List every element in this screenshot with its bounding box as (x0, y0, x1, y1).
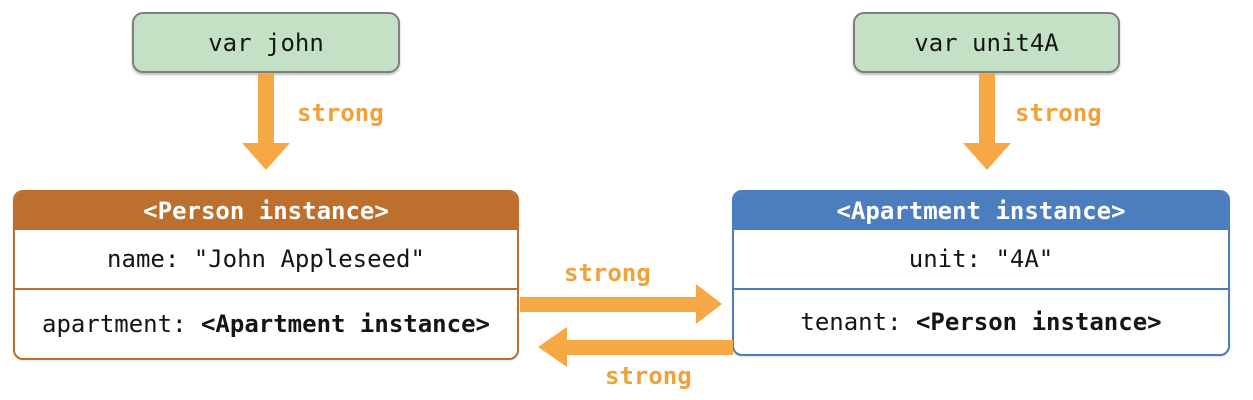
person-apartment-property: apartment: (42, 310, 201, 338)
apartment-tenant-value: <Person instance> (915, 308, 1162, 336)
var-unit4a-label: var unit4A (914, 28, 1059, 57)
john-strong-arrow-shaft (258, 73, 274, 143)
var-john-box: var john (132, 12, 400, 73)
strong-label-john: strong (297, 99, 384, 127)
person-instance-title: <Person instance> (15, 192, 517, 230)
strong-label-apartment-ref: strong (564, 259, 651, 287)
apartment-ref-arrow-shaft (520, 297, 697, 312)
strong-label-unit4a: strong (1015, 99, 1102, 127)
apartment-tenant-row: tenant: <Person instance> (734, 290, 1228, 354)
apartment-instance-title: <Apartment instance> (734, 192, 1228, 230)
apartment-instance-box: <Apartment instance> unit: "4A" tenant: … (732, 190, 1230, 356)
apartment-unit-text: unit: "4A" (908, 245, 1054, 273)
var-john-label: var john (208, 28, 324, 57)
person-apartment-row: apartment: <Apartment instance> (15, 290, 517, 358)
tenant-ref-arrow-shaft (566, 340, 733, 355)
unit4a-strong-arrow-shaft (979, 73, 995, 143)
apartment-unit-row: unit: "4A" (734, 230, 1228, 290)
var-unit4a-box: var unit4A (853, 12, 1120, 73)
john-strong-arrow-head (242, 143, 290, 170)
unit4a-strong-arrow-head (963, 143, 1011, 170)
person-name-row: name: "John Appleseed" (15, 230, 517, 290)
person-instance-box: <Person instance> name: "John Appleseed"… (13, 190, 519, 360)
person-name-text: name: "John Appleseed" (107, 245, 425, 273)
apartment-tenant-property: tenant: (800, 308, 916, 336)
tenant-ref-arrow-head (538, 327, 567, 367)
person-apartment-value: <Apartment instance> (200, 310, 490, 338)
strong-label-tenant-ref: strong (605, 362, 692, 390)
apartment-ref-arrow-head (696, 284, 722, 324)
